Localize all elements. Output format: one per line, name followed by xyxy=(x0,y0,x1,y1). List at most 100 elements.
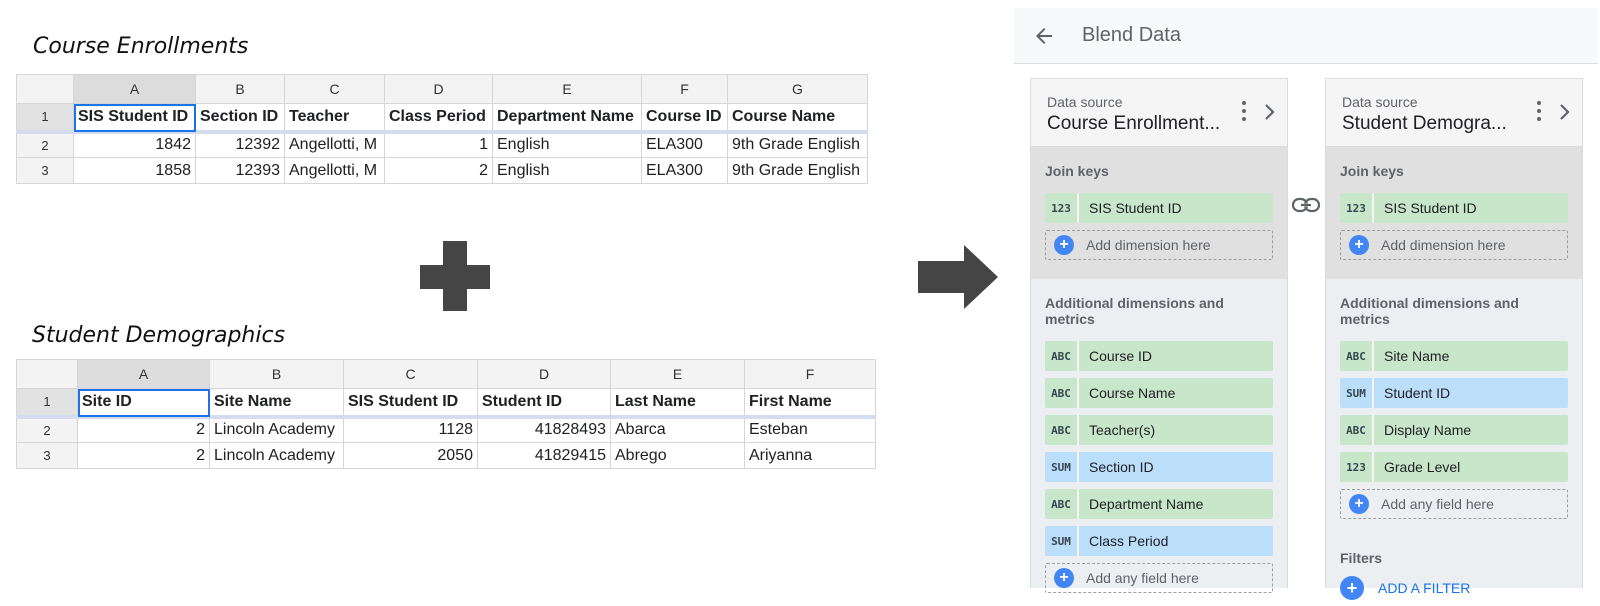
row-number[interactable]: 1 xyxy=(16,388,78,419)
table-cell[interactable]: 1 xyxy=(384,131,493,158)
field-type-icon: ABC xyxy=(1045,489,1079,519)
table-cell[interactable]: Lincoln Academy xyxy=(209,442,344,469)
join-keys-title: Join keys xyxy=(1045,163,1109,179)
table-cell[interactable]: Angellotti, M xyxy=(284,157,385,184)
field-chip-label: Grade Level xyxy=(1384,459,1461,475)
additional-fields-title: Additional dimensions and metrics xyxy=(1045,295,1224,327)
chevron-right-icon[interactable] xyxy=(1558,101,1572,123)
chevron-right-icon[interactable] xyxy=(1263,101,1277,123)
add-field-dropzone-label: Add any field here xyxy=(1381,496,1494,512)
column-header-a[interactable]: A xyxy=(77,359,210,389)
field-chip-label: Student ID xyxy=(1384,385,1451,401)
sheet-corner[interactable] xyxy=(16,74,74,104)
table-cell[interactable]: 9th Grade English xyxy=(727,157,868,184)
header-cell[interactable]: Site Name xyxy=(209,388,344,419)
header-cell[interactable]: Site ID xyxy=(77,388,210,419)
sheet-corner[interactable] xyxy=(16,359,78,389)
header-cell[interactable]: Student ID xyxy=(477,388,611,419)
table-cell[interactable]: Abrego xyxy=(610,442,745,469)
table-cell[interactable]: Lincoln Academy xyxy=(209,416,344,443)
header-cell[interactable]: Department Name xyxy=(492,103,642,134)
row-number[interactable]: 1 xyxy=(16,103,74,134)
link-icon xyxy=(1291,197,1321,213)
header-cell[interactable]: First Name xyxy=(744,388,876,419)
column-header-a[interactable]: A xyxy=(73,74,196,104)
table-cell[interactable]: 12392 xyxy=(195,131,285,158)
table-cell[interactable]: Abarca xyxy=(610,416,745,443)
field-chip-label: Section ID xyxy=(1089,459,1154,475)
column-header-b[interactable]: B xyxy=(209,359,344,389)
column-header-b[interactable]: B xyxy=(195,74,285,104)
data-source-name[interactable]: Course Enrollment... xyxy=(1047,113,1221,134)
row-number[interactable]: 3 xyxy=(16,442,78,469)
column-header-f[interactable]: F xyxy=(744,359,876,389)
plus-circle-icon: + xyxy=(1054,568,1074,588)
field-type-icon: 123 xyxy=(1340,193,1374,223)
table-cell[interactable]: 41829415 xyxy=(477,442,611,469)
more-vert-icon[interactable] xyxy=(1536,101,1542,123)
column-header-d[interactable]: D xyxy=(384,74,493,104)
table-cell[interactable]: Angellotti, M xyxy=(284,131,385,158)
table-cell[interactable]: 9th Grade English xyxy=(727,131,868,158)
add-filter-button[interactable]: +ADD A FILTER xyxy=(1340,576,1568,600)
header-cell[interactable]: Last Name xyxy=(610,388,745,419)
table-cell[interactable]: 41828493 xyxy=(477,416,611,443)
header-cell[interactable]: Teacher xyxy=(284,103,385,134)
blend-header: Blend Data xyxy=(1014,8,1598,64)
add-dimension-dropzone[interactable]: +Add dimension here xyxy=(1045,230,1273,260)
column-header-d[interactable]: D xyxy=(477,359,611,389)
table-cell[interactable]: 2 xyxy=(384,157,493,184)
back-arrow-icon[interactable] xyxy=(1032,24,1056,48)
table-cell[interactable]: 2 xyxy=(77,442,210,469)
table-cell[interactable]: English xyxy=(492,157,642,184)
add-field-dropzone-label: Add any field here xyxy=(1086,570,1199,586)
join-keys-title: Join keys xyxy=(1340,163,1404,179)
table-cell[interactable]: ELA300 xyxy=(641,131,728,158)
table-cell[interactable]: 1128 xyxy=(343,416,478,443)
header-cell[interactable]: Course Name xyxy=(727,103,868,134)
header-cell[interactable]: Course ID xyxy=(641,103,728,134)
data-source-name[interactable]: Student Demogra... xyxy=(1342,113,1507,134)
table-cell[interactable]: 2 xyxy=(77,416,210,443)
add-field-dropzone[interactable]: +Add any field here xyxy=(1340,489,1568,519)
column-header-c[interactable]: C xyxy=(284,74,385,104)
table-cell[interactable]: 12393 xyxy=(195,157,285,184)
field-type-icon: ABC xyxy=(1045,415,1079,445)
header-cell[interactable]: Section ID xyxy=(195,103,285,134)
row-number[interactable]: 2 xyxy=(16,416,78,443)
add-field-dropzone[interactable]: + Add any field here xyxy=(1045,563,1273,593)
table-cell[interactable]: 1858 xyxy=(73,157,196,184)
column-header-e[interactable]: E xyxy=(492,74,642,104)
header-cell[interactable]: SIS Student ID xyxy=(343,388,478,419)
table-cell[interactable]: Esteban xyxy=(744,416,876,443)
row-number[interactable]: 3 xyxy=(16,157,74,184)
column-header-e[interactable]: E xyxy=(610,359,745,389)
table-cell[interactable]: ELA300 xyxy=(641,157,728,184)
row-number[interactable]: 2 xyxy=(16,131,74,158)
more-vert-icon[interactable] xyxy=(1241,101,1247,123)
column-header-c[interactable]: C xyxy=(343,359,478,389)
table-cell[interactable]: English xyxy=(492,131,642,158)
table-cell[interactable]: Ariyanna xyxy=(744,442,876,469)
header-cell[interactable]: Class Period xyxy=(384,103,493,134)
add-dimension-dropzone-label: Add dimension here xyxy=(1086,237,1211,253)
header-cell[interactable]: SIS Student ID xyxy=(73,103,196,134)
column-header-g[interactable]: G xyxy=(727,74,868,104)
add-dimension-dropzone[interactable]: +Add dimension here xyxy=(1340,230,1568,260)
table-cell[interactable]: 1842 xyxy=(73,131,196,158)
add-dimension-dropzone-label: Add dimension here xyxy=(1381,237,1506,253)
column-header-f[interactable]: F xyxy=(641,74,728,104)
table-cell[interactable]: 2050 xyxy=(343,442,478,469)
